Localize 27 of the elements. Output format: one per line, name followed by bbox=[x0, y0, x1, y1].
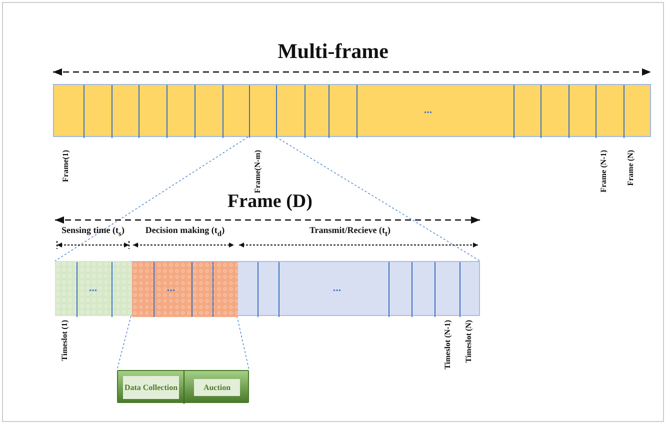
frame-label: Frame (N-1) bbox=[600, 150, 609, 192]
timeslot-label: Timeslot (N) bbox=[465, 320, 474, 363]
frame-bar bbox=[55, 261, 480, 316]
ellipsis: ... bbox=[166, 282, 176, 294]
frame-heading: Multi-frame bbox=[278, 40, 388, 64]
frame-label: Frame (N) bbox=[627, 150, 636, 186]
phase-label: Sensing time (t$_{s}$) bbox=[60, 226, 126, 238]
ellipsis: ... bbox=[332, 282, 342, 294]
frame-label: Frame(1) bbox=[62, 150, 71, 182]
frame-heading: Frame (D) bbox=[228, 192, 312, 213]
multi-frame-bar bbox=[53, 84, 651, 137]
timeslot-label: Timeslot (N-1) bbox=[444, 320, 453, 370]
frame-cell bbox=[249, 85, 277, 138]
phase-label: Decision making (t$_{d}$) bbox=[144, 226, 226, 238]
phase-label: Transmit/Recieve (t$_{t}$) bbox=[308, 226, 392, 238]
ellipsis: ... bbox=[424, 104, 432, 116]
zoom-guide-line bbox=[116, 316, 132, 370]
process-box: Data Collection bbox=[123, 376, 179, 399]
zoom-guide-line bbox=[276, 136, 480, 262]
decision-segment bbox=[132, 262, 238, 317]
frame-label: Frame(N-m) bbox=[254, 150, 263, 194]
panel-background bbox=[117, 370, 249, 403]
zoom-guide-line bbox=[236, 316, 250, 370]
timeslot-label: Timeslot (1) bbox=[61, 320, 70, 361]
zoom-guide-line bbox=[54, 136, 248, 262]
ellipsis: ... bbox=[88, 282, 98, 294]
process-box: Auction bbox=[194, 379, 240, 396]
